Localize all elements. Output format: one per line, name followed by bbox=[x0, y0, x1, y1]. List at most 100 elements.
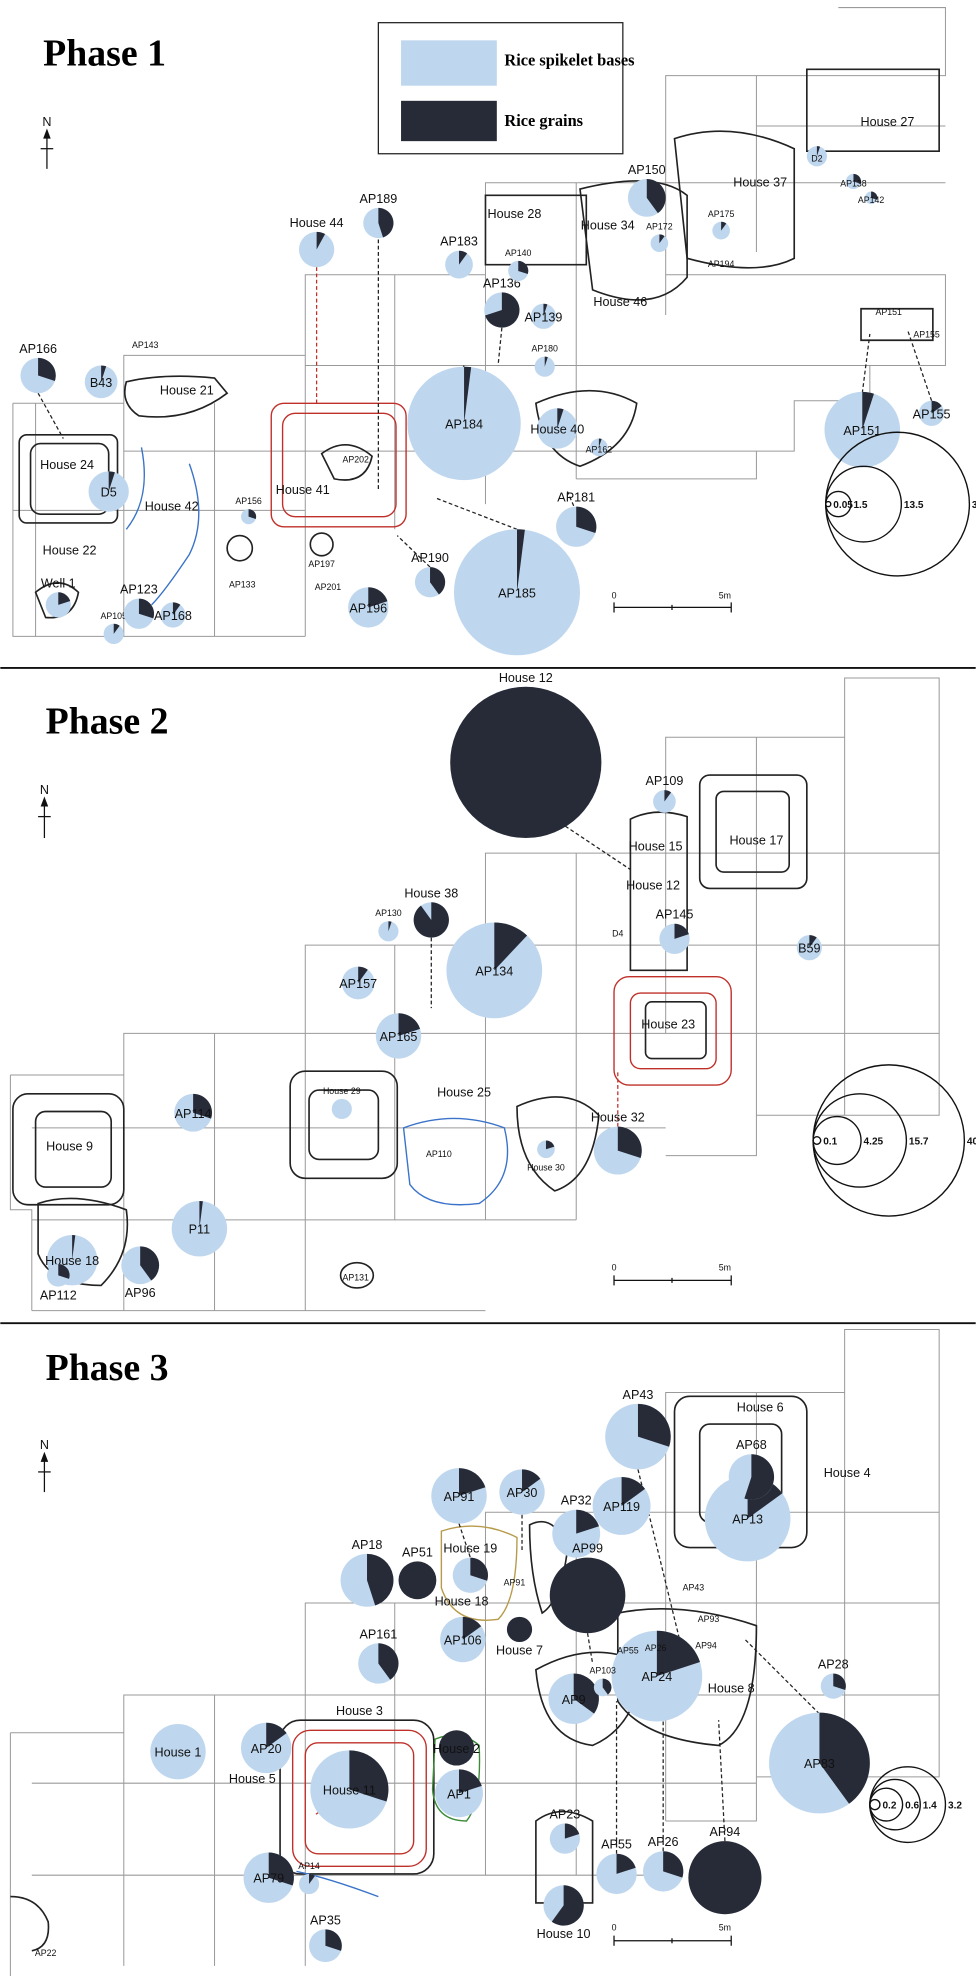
scale-circle-value: 1.4 bbox=[923, 1800, 937, 1811]
pie-label: AP106 bbox=[444, 1634, 482, 1648]
pie-label: AP43 bbox=[623, 1388, 654, 1402]
pie-ap168: AP168 bbox=[154, 602, 192, 628]
pie-label: AP175 bbox=[708, 209, 735, 219]
pie-ap14: AP14 bbox=[298, 1861, 320, 1895]
svg-text:5m: 5m bbox=[719, 1923, 731, 1933]
grains-slice bbox=[398, 1561, 437, 1600]
pie-ap20: AP20 bbox=[241, 1722, 292, 1774]
pie-label: House 44 bbox=[290, 216, 344, 230]
pie-ap123: AP123 bbox=[120, 583, 158, 629]
svg-text:N: N bbox=[42, 115, 51, 129]
pie-ap190: AP190 bbox=[411, 551, 449, 598]
feature-label: House 15 bbox=[629, 840, 683, 854]
pie-label: B43 bbox=[90, 376, 112, 390]
feature-label: AP143 bbox=[132, 340, 159, 350]
feature-label: House 41 bbox=[276, 483, 330, 497]
scale-bar-phase-1: 0 5m bbox=[612, 591, 732, 613]
grains-slice bbox=[367, 1553, 394, 1606]
pie-label: AP114 bbox=[175, 1107, 212, 1121]
pie-label: House 2 bbox=[433, 1742, 480, 1756]
feature-label: AP133 bbox=[229, 579, 256, 589]
scale-circle-value: 40.5 bbox=[967, 1136, 976, 1147]
spikelet-slice bbox=[103, 623, 124, 644]
pie-ap83: AP83 bbox=[769, 1712, 870, 1814]
grains-slice bbox=[602, 1678, 612, 1695]
pie-label: AP91 bbox=[444, 1490, 475, 1504]
pie-label: AP140 bbox=[505, 248, 532, 258]
grains-slice bbox=[450, 686, 602, 839]
pie-label: AP185 bbox=[498, 586, 536, 600]
grains-slice bbox=[464, 366, 472, 424]
scale-circle bbox=[869, 1766, 947, 1844]
spikelet-slice bbox=[150, 1723, 206, 1780]
pie-ap30: AP30 bbox=[499, 1469, 545, 1515]
pie-label: AP96 bbox=[125, 1286, 156, 1300]
pie-label: AP28 bbox=[818, 1658, 849, 1672]
grains-slice bbox=[101, 365, 107, 382]
grains-slice bbox=[573, 1673, 599, 1714]
legend-spikelet-label: Rice spikelet bases bbox=[504, 51, 634, 70]
pie-label: AP26 bbox=[648, 1835, 679, 1849]
pie-ap161: AP161 bbox=[358, 1627, 399, 1684]
grains-slice bbox=[576, 506, 597, 533]
scale-circle-value: 0.05 bbox=[833, 500, 853, 511]
grains-slice bbox=[72, 1235, 76, 1261]
feature-outlines-phase-3 bbox=[10, 1395, 808, 1952]
feature-label: House 46 bbox=[593, 295, 647, 309]
pie-house-12: House 12 bbox=[450, 671, 602, 839]
pie-house-30: House 30 bbox=[527, 1140, 565, 1173]
pie-ap150: AP150 bbox=[628, 163, 666, 217]
feature-label: House 9 bbox=[46, 1140, 93, 1154]
svg-text:N: N bbox=[40, 1438, 49, 1452]
scale-circle-value: 37.1 bbox=[972, 500, 976, 511]
scale-bar-phase-3: 0 5m bbox=[612, 1923, 732, 1946]
scale-circle-value: 0.1 bbox=[823, 1136, 837, 1147]
scale-bar-phase-2: 0 5m bbox=[612, 1262, 732, 1286]
feature-label: AP55 bbox=[617, 1645, 639, 1655]
pie-ap151: AP151 bbox=[824, 391, 901, 468]
grains-slice bbox=[113, 623, 120, 634]
svg-text:0: 0 bbox=[612, 591, 617, 601]
grains-slice bbox=[931, 400, 942, 414]
pie-label: AP123 bbox=[120, 583, 158, 597]
grains-slice bbox=[544, 356, 548, 367]
grains-slice bbox=[646, 178, 666, 214]
svg-text:0: 0 bbox=[612, 1923, 617, 1933]
pie-well-1: Well 1 bbox=[41, 576, 76, 618]
scale-circle bbox=[812, 1064, 966, 1217]
feature-label: House 28 bbox=[488, 207, 542, 221]
pie-label: D5 bbox=[101, 486, 117, 500]
pie-label: AP83 bbox=[804, 1757, 835, 1771]
pie-ap24: AP24 bbox=[611, 1630, 703, 1722]
pie-label: House 19 bbox=[443, 1542, 497, 1556]
pie-house-40: House 40 bbox=[530, 408, 584, 449]
grains-slice bbox=[140, 1246, 160, 1281]
grains-slice bbox=[522, 1469, 541, 1493]
feature-label: AP155 bbox=[913, 330, 940, 340]
pie-b59: B59 bbox=[796, 935, 822, 961]
pie-label: AP103 bbox=[589, 1666, 616, 1676]
grains-slice bbox=[358, 966, 368, 983]
feature-label: AP197 bbox=[308, 559, 335, 569]
pie-label: AP139 bbox=[525, 310, 563, 324]
feature-label: House 5 bbox=[229, 1772, 276, 1786]
north-arrow-phase-1: N bbox=[40, 115, 54, 169]
pie-label: AP35 bbox=[310, 1913, 341, 1927]
pie-label: AP138 bbox=[840, 179, 867, 189]
pie-ap162: AP162 bbox=[586, 438, 612, 457]
pie-ap28: AP28 bbox=[818, 1658, 849, 1699]
pie-label: AP99 bbox=[572, 1542, 603, 1556]
feature-label: AP202 bbox=[342, 454, 369, 464]
pie-ap165: AP165 bbox=[375, 1013, 422, 1059]
grains-slice bbox=[268, 1852, 294, 1886]
pie-label: AP23 bbox=[549, 1807, 580, 1821]
pie-label: AP196 bbox=[349, 601, 387, 615]
pie-ap155: AP155 bbox=[913, 400, 950, 426]
grains-slice bbox=[309, 1873, 315, 1885]
pie-label: AP142 bbox=[858, 195, 885, 205]
pie-ap166: AP166 bbox=[19, 342, 57, 394]
scale-circle-value: 0.6 bbox=[905, 1800, 919, 1811]
feature-label: AP194 bbox=[708, 259, 735, 269]
